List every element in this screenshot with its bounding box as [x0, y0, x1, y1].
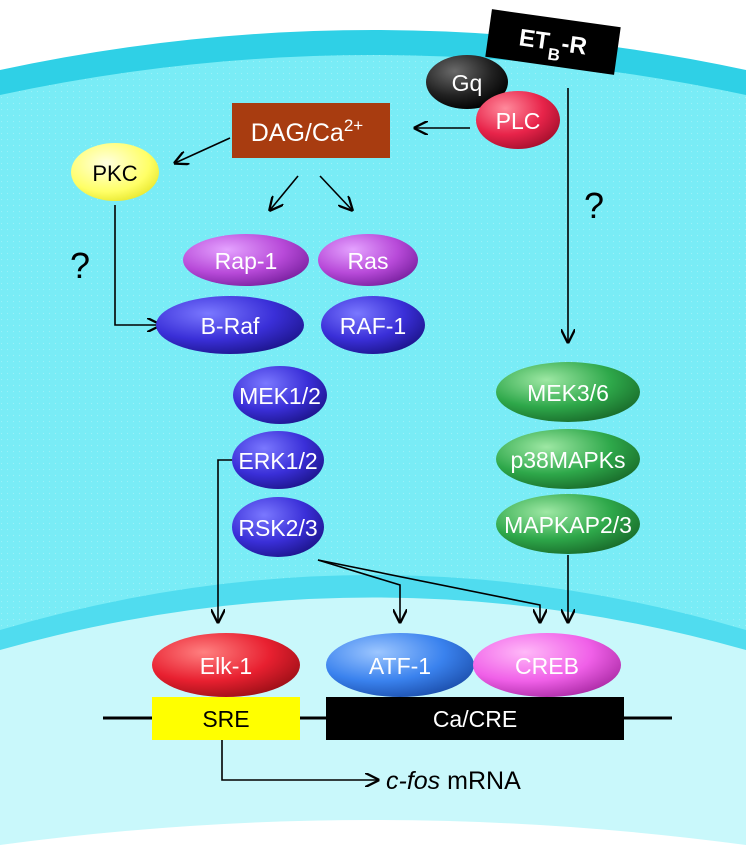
- node-mapkap: MAPKAP2/3: [496, 494, 640, 554]
- elk1-label: Elk-1: [200, 653, 252, 679]
- arrow-dag-to-pkc: [175, 137, 231, 163]
- sre-element: SRE: [152, 697, 300, 740]
- braf-label: B-Raf: [201, 313, 260, 339]
- atf1-label: ATF-1: [369, 653, 431, 679]
- etbr-receptor: ETB-R: [485, 9, 621, 75]
- pkc-enzyme: PKC: [71, 143, 159, 201]
- node-mek12: MEK1/2: [233, 366, 327, 424]
- node-rap1: Rap-1: [183, 234, 309, 286]
- arrow-sre-to-cfos: [221, 740, 378, 780]
- mek36-label: MEK3/6: [527, 380, 609, 406]
- node-rsk23: RSK2/3: [232, 497, 324, 557]
- sre-label: SRE: [202, 706, 249, 732]
- pkc-label: PKC: [92, 161, 137, 186]
- arrow-rsk-to-atf1: [317, 559, 400, 622]
- plc-enzyme: PLC: [476, 91, 560, 149]
- gq-shape: [426, 55, 508, 109]
- bottom-white-edge: [0, 820, 746, 853]
- dag-shape: [232, 103, 390, 158]
- cacre-label: Ca/CRE: [433, 706, 517, 732]
- rsk23-label: RSK2/3: [238, 515, 317, 541]
- mek36-shape: [496, 362, 640, 422]
- node-atf1: ATF-1: [326, 633, 474, 697]
- node-raf1: RAF-1: [321, 296, 425, 354]
- pkc-shape: [71, 143, 159, 201]
- receptor-box: [485, 9, 621, 75]
- creb-shape: [473, 633, 621, 697]
- mapkap-label: MAPKAP2/3: [504, 512, 632, 538]
- arrow-dag-to-ras: [319, 175, 352, 210]
- p38-shape: [496, 429, 640, 489]
- node-elk1: Elk-1: [152, 633, 300, 697]
- node-erk12: ERK1/2: [232, 431, 324, 489]
- rap1-label: Rap-1: [215, 248, 278, 274]
- arrow-pkc-to-braf: [114, 205, 160, 325]
- arrows: [114, 88, 568, 780]
- rap1-shape: [183, 234, 309, 286]
- node-ras: Ras: [318, 234, 418, 286]
- node-creb: CREB: [473, 633, 621, 697]
- rsk23-shape: [232, 497, 324, 557]
- plc-label: PLC: [496, 108, 541, 134]
- receptor-label: ETB-R: [516, 24, 588, 68]
- plc-shape: [476, 91, 560, 149]
- p38-label: p38MAPKs: [510, 447, 625, 473]
- erk12-label: ERK1/2: [238, 448, 317, 474]
- erk12-shape: [232, 431, 324, 489]
- dag-ca-box: DAG/Ca2+: [232, 103, 390, 158]
- mek12-label: MEK1/2: [239, 383, 321, 409]
- cacre-box: [326, 697, 624, 740]
- ras-label: Ras: [348, 248, 389, 274]
- node-mek36: MEK3/6: [496, 362, 640, 422]
- raf1-label: RAF-1: [340, 313, 406, 339]
- mek12-shape: [233, 366, 327, 424]
- cfos-mrna-label: c-fos mRNA: [386, 767, 521, 795]
- cacre-element: Ca/CRE: [326, 697, 624, 740]
- gq-label: Gq: [452, 70, 483, 96]
- node-braf: B-Raf: [156, 296, 304, 354]
- arrow-dag-to-rap1: [270, 175, 299, 210]
- mapkap-shape: [496, 494, 640, 554]
- gq-protein: Gq: [426, 55, 508, 109]
- arrow-rsk-to-creb: [317, 559, 540, 622]
- question-mark-right: ?: [584, 185, 604, 226]
- question-mark-left: ?: [70, 245, 90, 286]
- ras-shape: [318, 234, 418, 286]
- dag-label: DAG/Ca2+: [251, 116, 364, 147]
- atf1-shape: [326, 633, 474, 697]
- raf1-shape: [321, 296, 425, 354]
- node-p38: p38MAPKs: [496, 429, 640, 489]
- elk1-shape: [152, 633, 300, 697]
- creb-label: CREB: [515, 653, 579, 679]
- sre-box: [152, 697, 300, 740]
- braf-shape: [156, 296, 304, 354]
